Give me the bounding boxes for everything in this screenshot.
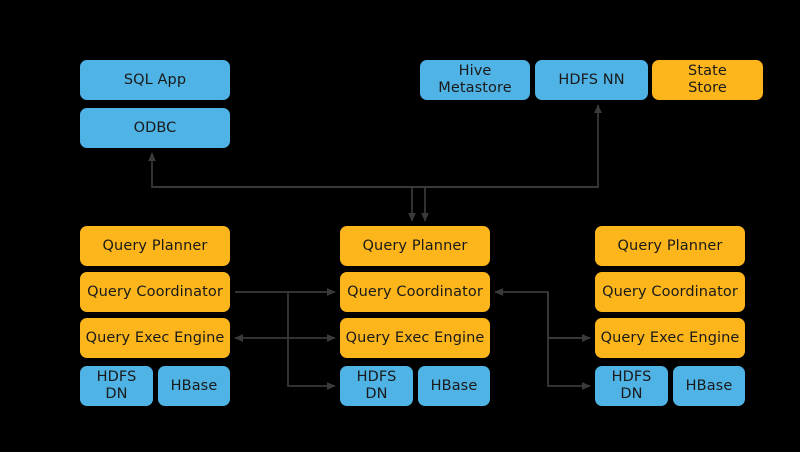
node-middle-hbase[interactable]: HBase: [418, 366, 490, 406]
node-left-query-planner-label: Query Planner: [102, 237, 208, 254]
node-right-hbase-label: HBase: [685, 377, 733, 394]
node-left-query-coordinator-label: Query Coordinator: [87, 283, 223, 300]
node-left-query-exec-engine-label: Query Exec Engine: [85, 329, 225, 346]
node-right-query-planner-label: Query Planner: [617, 237, 723, 254]
node-right-hdfs-dn[interactable]: HDFS DN: [595, 366, 668, 406]
node-middle-query-exec-engine-label: Query Exec Engine: [345, 329, 485, 346]
node-left-query-exec-engine[interactable]: Query Exec Engine: [80, 318, 230, 358]
node-middle-query-exec-engine[interactable]: Query Exec Engine: [340, 318, 490, 358]
box-odbc[interactable]: ODBC: [80, 108, 230, 148]
box-sql-app[interactable]: SQL App: [80, 60, 230, 100]
node-right-query-coordinator-label: Query Coordinator: [602, 283, 738, 300]
node-right-query-exec-engine[interactable]: Query Exec Engine: [595, 318, 745, 358]
node-middle-hdfs-dn-label: HDFS DN: [356, 369, 397, 402]
connector-middle-to-right-coordinator: [547, 292, 591, 342]
node-middle-query-planner[interactable]: Query Planner: [340, 226, 490, 266]
connector-left-to-middle-hdfs-dn: [287, 338, 336, 390]
node-middle-hdfs-dn[interactable]: HDFS DN: [340, 366, 413, 406]
box-hdfs-nn[interactable]: HDFS NN: [535, 60, 648, 100]
node-left-query-coordinator[interactable]: Query Coordinator: [80, 272, 230, 312]
node-right-query-planner[interactable]: Query Planner: [595, 226, 745, 266]
node-middle-query-planner-label: Query Planner: [362, 237, 468, 254]
connector-left-exec-to-middle-coordinator: [234, 291, 289, 342]
node-left-hbase[interactable]: HBase: [158, 366, 230, 406]
connector-right-exec-to-middle-coordinator: [494, 288, 549, 338]
node-left-hdfs-dn[interactable]: HDFS DN: [80, 366, 153, 406]
node-middle-query-coordinator[interactable]: Query Coordinator: [340, 272, 490, 312]
box-hdfs-nn-label: HDFS NN: [558, 71, 625, 88]
node-right-hdfs-dn-label: HDFS DN: [611, 369, 652, 402]
node-left-hbase-label: HBase: [170, 377, 218, 394]
node-right-hbase[interactable]: HBase: [673, 366, 745, 406]
box-odbc-label: ODBC: [133, 119, 177, 136]
node-left-query-planner[interactable]: Query Planner: [80, 226, 230, 266]
box-sql-app-label: SQL App: [123, 71, 187, 88]
node-middle-query-coordinator-label: Query Coordinator: [347, 283, 483, 300]
node-left-hdfs-dn-label: HDFS DN: [96, 369, 137, 402]
node-middle-hbase-label: HBase: [430, 377, 478, 394]
node-right-query-coordinator[interactable]: Query Coordinator: [595, 272, 745, 312]
node-right-query-exec-engine-label: Query Exec Engine: [600, 329, 740, 346]
connector-middle-to-right-hdfs-dn: [547, 338, 591, 390]
connector-bus-to-odbc: [148, 152, 598, 188]
